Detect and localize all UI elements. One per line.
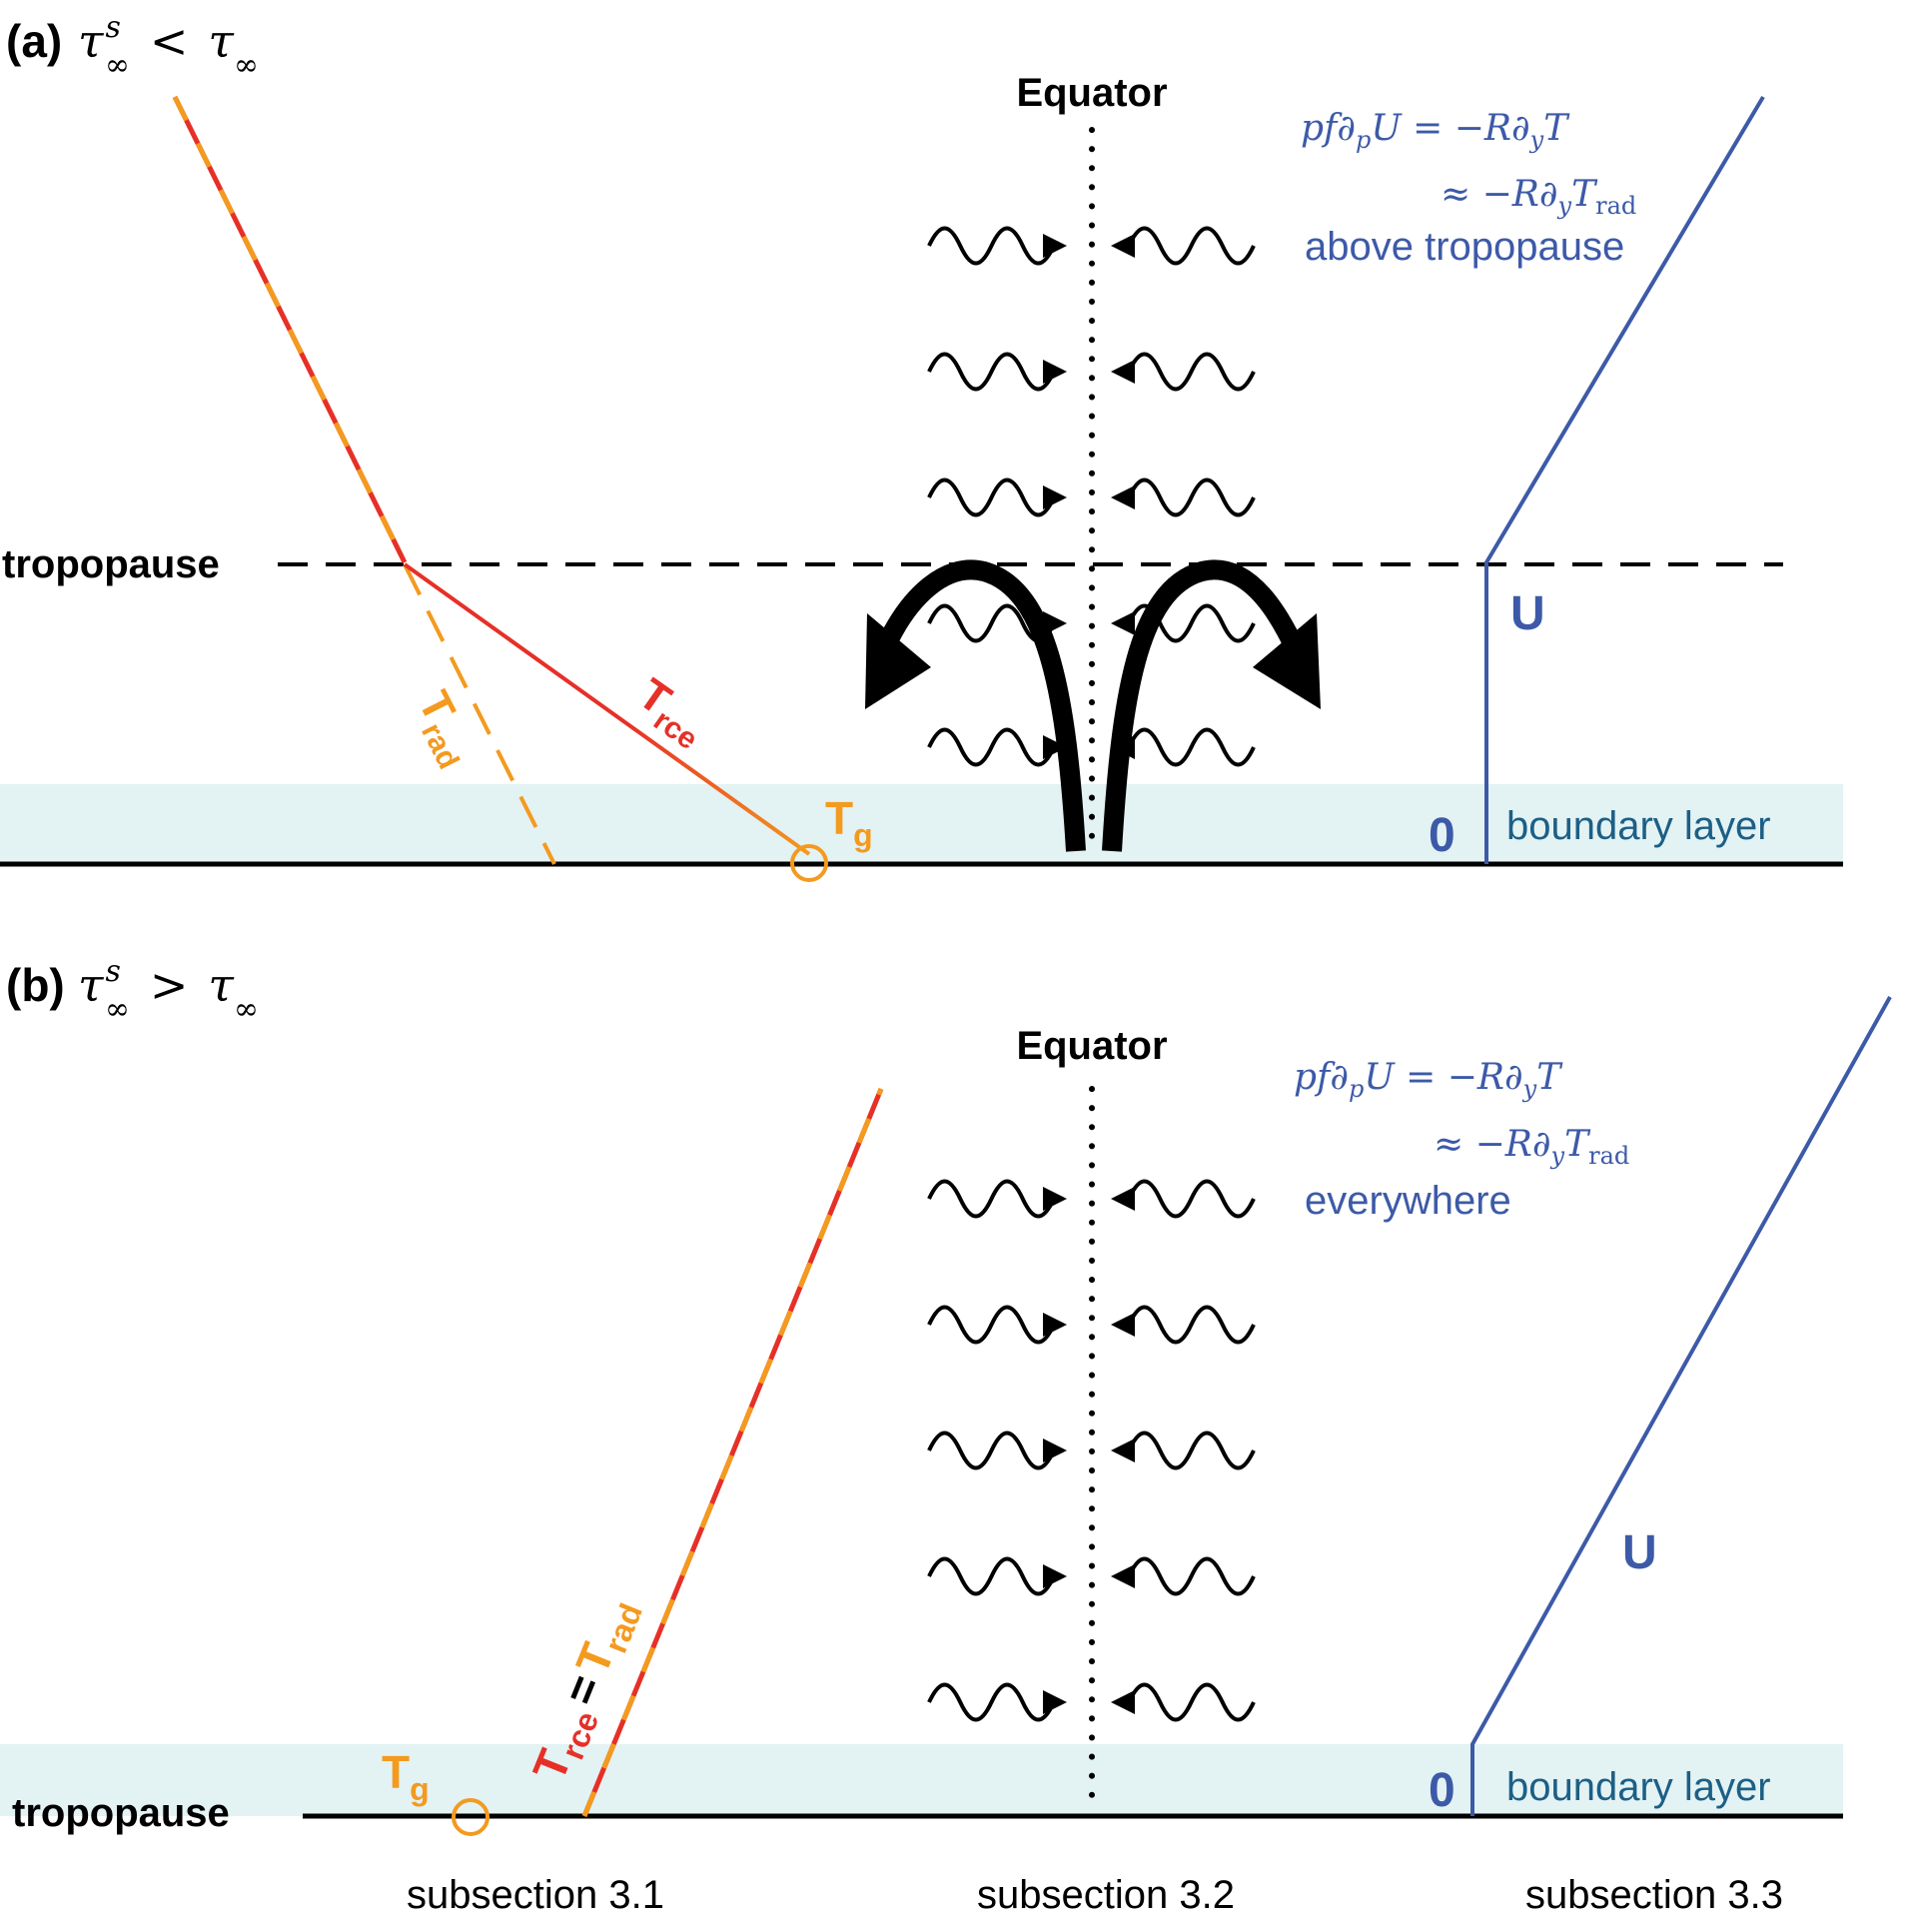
zero-label-a: 0 (1429, 809, 1455, 862)
tropopause-label-a: tropopause (2, 542, 220, 586)
wave-right-a1 (1127, 352, 1256, 392)
boundary-layer-band-a (0, 784, 1843, 864)
panel-b-tag: (b) (6, 959, 65, 1011)
tg-label-b: Tg (382, 1746, 430, 1807)
panel-b: (b) τs∞>τ∞ Equator tropopause Trce=Trad … (0, 954, 1892, 1836)
boundary-layer-label-a: boundary layer (1506, 804, 1771, 848)
wave-right-a2 (1127, 478, 1256, 517)
trce-profile-a (403, 562, 811, 856)
upper-profile-orange-a (172, 95, 408, 564)
wave-left-a4 (927, 727, 1056, 767)
wave-right-a0 (1127, 226, 1256, 266)
subsection-label-3: subsection 3.3 (1525, 1873, 1783, 1917)
arrowhead-left-a2 (1111, 485, 1135, 509)
equator-label-b: Equator (1016, 1024, 1167, 1068)
wave-left-a1 (927, 352, 1056, 392)
tg-label-a: Tg (825, 792, 873, 853)
subsection-label-2: subsection 3.2 (977, 1873, 1235, 1917)
wave-left-a2 (927, 478, 1056, 517)
u-label-a: U (1510, 587, 1545, 640)
trad-profile-a (403, 563, 556, 865)
arrowhead-left-a3 (1111, 611, 1135, 635)
equation-note-b: everywhere (1305, 1179, 1511, 1223)
arrowhead-left-b3 (1111, 1564, 1135, 1588)
wave-left-b1 (927, 1305, 1056, 1345)
equation-line1-b: pf∂pU = −R∂yT (1294, 1057, 1563, 1103)
arrowhead-right-a4 (1043, 735, 1067, 759)
arrowhead-right-b1 (1043, 1313, 1067, 1337)
wave-right-b1 (1127, 1305, 1256, 1345)
zero-label-b: 0 (1429, 1764, 1455, 1817)
arrowhead-right-b3 (1043, 1564, 1067, 1588)
arrowhead-left-a1 (1111, 360, 1135, 384)
arrowhead-right-b4 (1043, 1690, 1067, 1714)
panel-a-condition: τs∞<τ∞ (78, 10, 259, 83)
equation-line2-a: ≈ −R∂yTrad (1441, 174, 1636, 220)
trce-trad-profile-red-b (581, 1088, 884, 1817)
u-label-b: U (1622, 1526, 1657, 1579)
wave-right-b0 (1127, 1179, 1256, 1219)
arrowhead-left-b0 (1111, 1187, 1135, 1211)
wave-left-a0 (927, 226, 1056, 266)
wave-left-b0 (927, 1179, 1056, 1219)
wave-right-a4 (1127, 727, 1256, 767)
trad-label-a: Trad (403, 683, 485, 774)
panel-a: (a) τs∞<τ∞ Equator tropopause Trad Trce … (0, 10, 1843, 882)
wave-left-a3 (927, 603, 1056, 643)
boundary-layer-band-b (0, 1744, 1843, 1816)
arrowhead-right-a1 (1043, 360, 1067, 384)
arrowhead-right-b2 (1043, 1438, 1067, 1462)
equation-line2-b: ≈ −R∂yTrad (1434, 1124, 1629, 1170)
right-curved-arrow (1102, 559, 1300, 852)
tropopause-label-b: tropopause (12, 1791, 230, 1835)
wave-right-b3 (1127, 1556, 1256, 1596)
arrowhead-left-b1 (1111, 1313, 1135, 1337)
equation-line1-a: pf∂pU = −R∂yT (1301, 108, 1570, 154)
left-curved-arrow (880, 559, 1086, 852)
u-profile-a (1484, 95, 1765, 864)
arrowhead-right-a2 (1043, 485, 1067, 509)
arrowhead-left-b2 (1111, 1438, 1135, 1462)
arrowhead-right-a0 (1043, 234, 1067, 258)
right-curved-arrowhead (1253, 613, 1321, 709)
tg-marker-a (790, 844, 828, 882)
trce-label-a: Trce (625, 669, 716, 756)
u-profile-b (1470, 996, 1892, 1816)
wave-right-b2 (1127, 1431, 1256, 1470)
panel-a-tag: (a) (6, 15, 62, 67)
wave-left-b2 (927, 1431, 1056, 1470)
equator-label-a: Equator (1016, 71, 1167, 115)
arrowhead-left-b4 (1111, 1690, 1135, 1714)
wave-left-b4 (927, 1682, 1056, 1722)
wave-right-b4 (1127, 1682, 1256, 1722)
subsection-label-1: subsection 3.1 (407, 1873, 664, 1917)
arrowhead-left-a0 (1111, 234, 1135, 258)
left-curved-arrowhead (865, 613, 931, 709)
boundary-layer-label-b: boundary layer (1506, 1765, 1771, 1809)
tg-marker-b (452, 1798, 489, 1836)
arrowhead-right-b0 (1043, 1187, 1067, 1211)
equation-note-a: above tropopause (1305, 225, 1624, 269)
wave-left-b3 (927, 1556, 1056, 1596)
overturning-arrows-a (865, 559, 1321, 852)
panel-b-condition: τs∞>τ∞ (78, 954, 259, 1027)
wave-arrows-a (927, 226, 1256, 767)
wave-arrows-b (927, 1179, 1256, 1722)
